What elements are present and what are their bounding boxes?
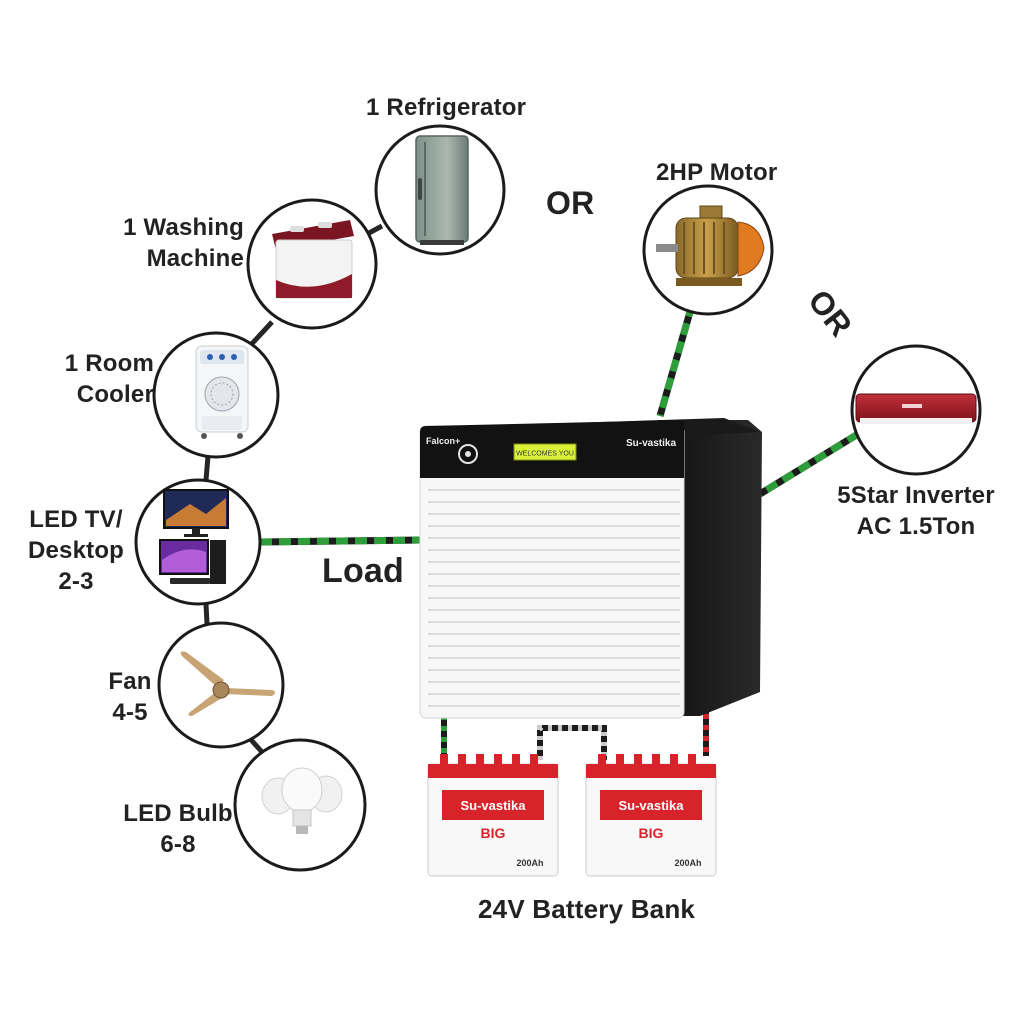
battery-left-brand: Su-vastika — [460, 798, 526, 813]
tv-desktop-node — [134, 478, 262, 606]
washing-machine-icon — [272, 220, 354, 299]
inverter-unit: WELCOMES YOU Falcon+ Su-vastika — [419, 418, 762, 719]
led-bulb-icon — [261, 767, 343, 834]
load-label: Load — [322, 552, 405, 590]
room-cooler-label: 1 Room Cooler — [50, 348, 154, 410]
room-cooler-icon — [195, 345, 249, 439]
refrigerator-label: 1 Refrigerator — [366, 94, 527, 121]
battery-left: Su-vastika BIG 200Ah — [427, 754, 559, 877]
battery-left-model: BIG — [481, 825, 506, 841]
battery-left-capacity: 200Ah — [516, 858, 543, 868]
inverter-display-text: WELCOMES YOU — [516, 451, 574, 458]
led-tv-label-line3: 2-3 — [58, 568, 94, 595]
led-tv-label: LED TV/ Desktop 2-3 — [22, 504, 130, 597]
ceiling-fan-icon — [180, 651, 275, 716]
or-label-1: OR — [546, 185, 595, 221]
refrigerator-icon — [415, 135, 469, 245]
washing-machine-label: 1 Washing Machine — [110, 212, 244, 274]
inverter-brand-left: Falcon+ — [426, 436, 460, 446]
led-bulb-label: LED Bulb 6-8 — [122, 798, 234, 860]
washing-machine-label-line1: 1 Washing — [123, 214, 244, 241]
split-ac-icon — [855, 393, 977, 424]
ac-label-line2: AC 1.5Ton — [856, 513, 976, 540]
ac-label: 5Star Inverter AC 1.5Ton — [832, 480, 1000, 542]
washing-machine-node — [246, 198, 378, 330]
fan-label: Fan 4-5 — [98, 666, 162, 728]
fan-node — [157, 621, 285, 749]
fan-label-line2: 4-5 — [112, 699, 148, 726]
battery-bank-label: 24V Battery Bank — [478, 894, 696, 924]
led-bulb-label-line2: 6-8 — [160, 831, 196, 858]
ac-node — [850, 344, 982, 476]
led-tv-label-line2: Desktop — [27, 537, 125, 564]
room-cooler-label-line2: Cooler — [76, 381, 154, 408]
battery-right-model: BIG — [639, 825, 664, 841]
motor-label: 2HP Motor — [656, 159, 778, 186]
washing-machine-label-line2: Machine — [146, 245, 244, 272]
inverter-brand-right: Su-vastika — [626, 438, 676, 449]
room-cooler-label-line1: 1 Room — [64, 350, 154, 377]
battery-right: Su-vastika BIG 200Ah — [585, 754, 717, 877]
tv-desktop-icon — [159, 489, 229, 584]
load-wire — [259, 536, 425, 546]
battery-right-brand: Su-vastika — [618, 798, 684, 813]
motor-wire — [656, 304, 696, 417]
led-bulb-label-line1: LED Bulb — [123, 800, 233, 827]
led-tv-label-line1: LED TV/ — [29, 506, 123, 533]
fan-label-line1: Fan — [108, 668, 152, 695]
room-cooler-node — [152, 331, 280, 459]
electric-motor-icon — [656, 205, 765, 286]
motor-node — [642, 184, 774, 316]
led-bulb-node — [233, 738, 367, 872]
ac-label-line1: 5Star Inverter — [837, 482, 995, 509]
refrigerator-node — [374, 124, 506, 256]
inverter-lcd — [513, 443, 577, 461]
ac-wire — [758, 431, 860, 497]
battery-right-capacity: 200Ah — [674, 858, 701, 868]
